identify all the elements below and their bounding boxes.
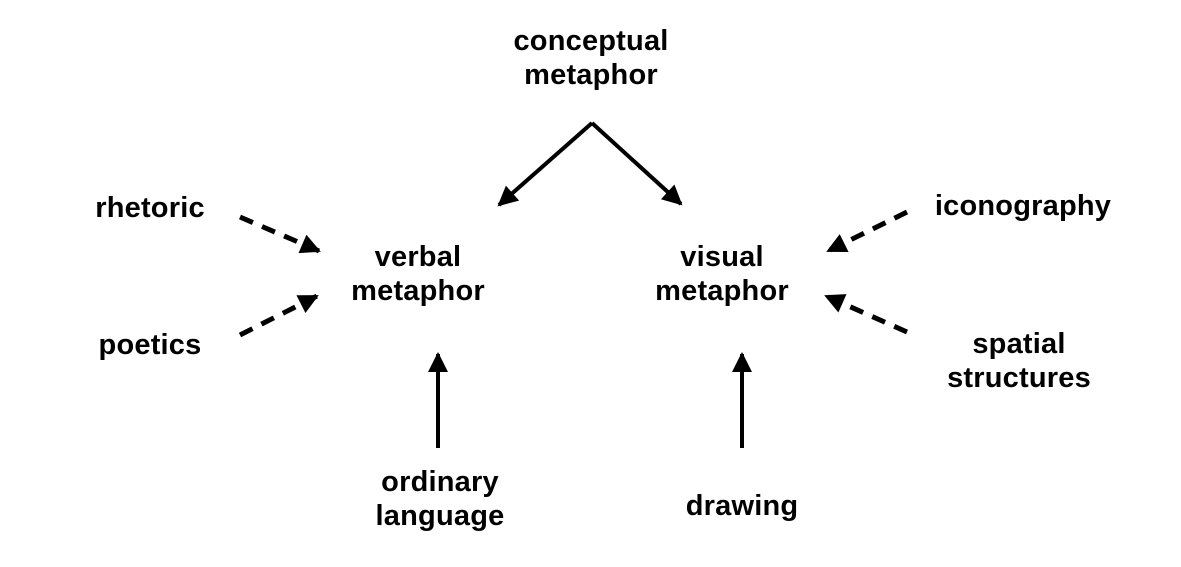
- node-poetics: poetics: [98, 328, 202, 361]
- arrow-spatial-to-visual: [824, 293, 909, 335]
- node-iconography: iconography: [934, 189, 1112, 222]
- arrow-poetics-to-verbal: [238, 293, 319, 338]
- arrow-conceptual-to-visual: [590, 121, 683, 206]
- node-conceptual-metaphor: conceptual metaphor: [513, 24, 669, 91]
- node-visual-metaphor: visual metaphor: [655, 240, 789, 307]
- node-drawing: drawing: [685, 489, 799, 522]
- node-verbal-metaphor: verbal metaphor: [351, 240, 485, 307]
- arrow-conceptual-to-verbal: [497, 121, 594, 207]
- arrow-iconography-to-visual: [826, 209, 909, 254]
- node-rhetoric: rhetoric: [95, 191, 205, 224]
- arrow-rhetoric-to-verbal: [239, 214, 321, 254]
- node-spatial-structures: spatial structures: [947, 327, 1091, 394]
- node-ordinary-language: ordinary language: [375, 465, 505, 532]
